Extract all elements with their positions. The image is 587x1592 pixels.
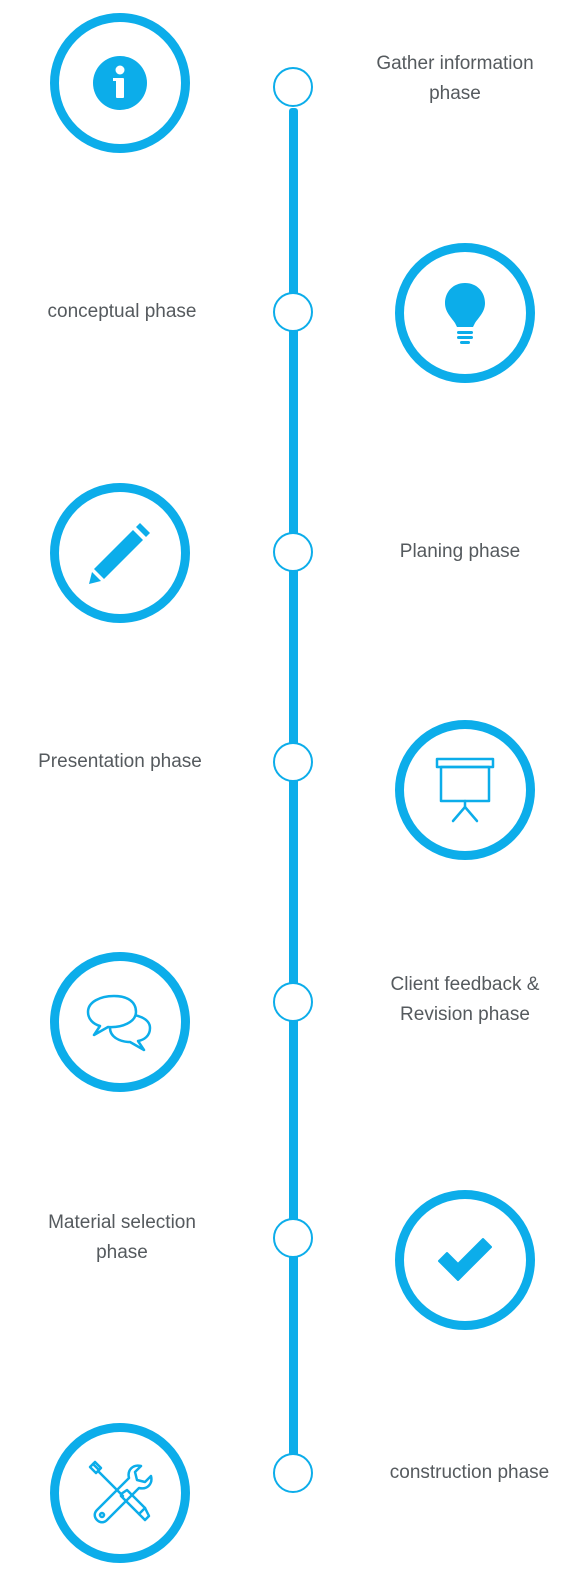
step-7-node [273,1453,313,1493]
step-5-icon-circle [50,952,190,1092]
step-2-label: conceptual phase [47,301,197,322]
timeline-line [289,108,298,1488]
pencil-icon [89,523,150,584]
step-1-label: Gather information phase [376,53,534,104]
lightbulb-icon [445,283,485,344]
step-3-node [273,532,313,572]
step-3-icon-circle [50,483,190,623]
step-1-icon-circle [50,13,190,153]
step-5-label: Client feedback & Revision phase [390,974,540,1025]
step-6-icon-circle [395,1190,535,1330]
step-4-icon-circle [395,720,535,860]
presentation-board-icon [435,757,495,823]
checkmark-icon [438,1238,492,1281]
step-7-label: construction phase [389,1462,550,1483]
info-icon [93,56,147,110]
step-4-node [273,742,313,782]
step-7-icon-circle [50,1423,190,1563]
step-3-label: Planing phase [399,541,521,562]
step-5-node [273,982,313,1022]
chat-bubbles-icon [86,994,152,1052]
tools-icon [88,1460,153,1524]
step-6-label: Material selection phase [48,1212,196,1263]
step-1-node [273,67,313,107]
step-2-node [273,292,313,332]
step-2-icon-circle [395,243,535,383]
step-6-node [273,1218,313,1258]
step-4-label: Presentation phase [38,751,202,772]
